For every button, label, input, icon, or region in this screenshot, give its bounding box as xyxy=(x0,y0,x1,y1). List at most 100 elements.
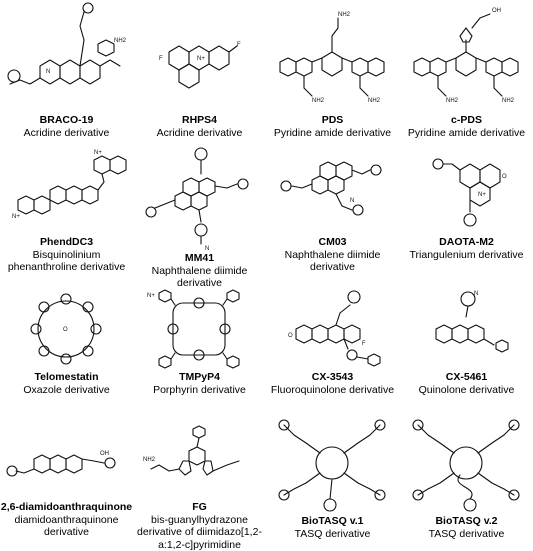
compound-name: CM03 xyxy=(266,236,399,249)
compound-name: c-PDS xyxy=(400,114,533,127)
caption-cx5461: CX-5461 Quinolone derivative xyxy=(400,371,533,396)
caption-tmpyp4: TMPyP4 Porphyrin derivative xyxy=(133,371,266,396)
compound-name: FG xyxy=(133,501,266,514)
compound-description: diamidoanthraquinone derivative xyxy=(0,514,133,539)
compound-description: TASQ derivative xyxy=(400,528,533,541)
telomestatin-structure: O xyxy=(0,285,133,370)
compound-cell-cx5461: N CX-5461 Quinolone derivative xyxy=(400,285,533,415)
caption-fg: FG bis-guanylhydrazone derivative of dii… xyxy=(133,501,266,551)
compound-name: BioTASQ v.2 xyxy=(400,515,533,528)
daotam2-o-label: O xyxy=(502,174,507,180)
compound-description: Porphyrin derivative xyxy=(133,384,266,397)
mm41-structure: N xyxy=(133,140,266,270)
compound-description: Bisquinolinium phenanthroline derivative xyxy=(0,249,133,274)
phenddc3-structure: N+ N+ xyxy=(0,140,133,235)
compound-cell-pds: NH2 NH2 NH2 PDS Pyridine amide derivativ… xyxy=(266,0,399,140)
compound-name: BioTASQ v.1 xyxy=(266,515,399,528)
caption-daotam2: DAOTA-M2 Triangulenium derivative xyxy=(400,236,533,261)
compound-description: Naphthalene diimide derivative xyxy=(266,249,399,274)
compound-description: TASQ derivative xyxy=(266,528,399,541)
fg-structure: NH2 xyxy=(133,415,266,500)
compound-cell-tmpyp4: N+ TMPyP4 Porphyrin derivative xyxy=(133,285,266,415)
compound-cell-braco19: NH2 N BRACO-19 Acridine derivative xyxy=(0,0,133,140)
compound-cell-biotasq1: BioTASQ v.1 TASQ derivative xyxy=(266,415,399,550)
compound-name: PDS xyxy=(266,114,399,127)
compound-name: CX-5461 xyxy=(400,371,533,384)
caption-phenddc3: PhendDC3 Bisquinolinium phenanthroline d… xyxy=(0,236,133,274)
pds-amine1: NH2 xyxy=(338,12,351,18)
cm03-n-label: N xyxy=(350,198,354,204)
cx5461-structure: N xyxy=(400,285,533,370)
telomestatin-o-label: O xyxy=(63,327,68,333)
caption-braco19: BRACO-19 Acridine derivative xyxy=(0,114,133,139)
caption-biotasq2: BioTASQ v.2 TASQ derivative xyxy=(400,515,533,540)
compound-name: DAOTA-M2 xyxy=(400,236,533,249)
caption-mm41: MM41 Naphthalene diimide derivative xyxy=(133,252,266,290)
compound-name: 2,6-diamidoanthraquinone xyxy=(0,501,133,514)
compound-description: Pyridine amide derivative xyxy=(266,127,399,140)
caption-cm03: CM03 Naphthalene diimide derivative xyxy=(266,236,399,274)
compound-name: Telomestatin xyxy=(0,371,133,384)
compound-cell-cpds: OH NH2 NH2 c-PDS Pyridine amide derivati… xyxy=(400,0,533,140)
caption-cx3543: CX-3543 Fluoroquinolone derivative xyxy=(266,371,399,396)
caption-telomestatin: Telomestatin Oxazole derivative xyxy=(0,371,133,396)
compound-name: MM41 xyxy=(133,252,266,265)
cpds-oh: OH xyxy=(492,8,501,14)
cpds-structure: OH NH2 NH2 xyxy=(400,0,533,112)
cx5461-n-label: N xyxy=(474,291,478,297)
compound-cell-biotasq2: BioTASQ v.2 TASQ derivative xyxy=(400,415,533,550)
daotam2-structure: O N+ xyxy=(400,140,533,235)
rhps4-n-label: N+ xyxy=(197,56,205,62)
caption-cpds: c-PDS Pyridine amide derivative xyxy=(400,114,533,139)
pds-amine2: NH2 xyxy=(312,98,325,104)
compound-name: CX-3543 xyxy=(266,371,399,384)
cx3543-o-label: O xyxy=(288,333,293,339)
braco19-n-label: N xyxy=(46,69,50,75)
compound-cell-phenddc3: N+ N+ PhendDC3 Bisquinolinium phenanthro… xyxy=(0,140,133,285)
compound-cell-mm41: N MM41 Naphthalene diimide derivative xyxy=(133,140,266,285)
compound-description: Acridine derivative xyxy=(133,127,266,140)
phenddc3-n2: N+ xyxy=(12,214,20,220)
diamido-oh-label: OH xyxy=(100,451,109,457)
compound-cell-cx3543: F O CX-3543 Fluoroquinolone derivative xyxy=(266,285,399,415)
compound-description: Triangulenium derivative xyxy=(400,249,533,262)
compound-cell-rhps4: F F N+ RHPS4 Acridine derivative xyxy=(133,0,266,140)
compound-cell-daotam2: O N+ DAOTA-M2 Triangulenium derivative xyxy=(400,140,533,285)
rhps4-f2-label: F xyxy=(237,42,241,48)
compound-cell-fg: NH2 FG bis-guanylhydrazone derivative of… xyxy=(133,415,266,550)
cx3543-structure: F O xyxy=(266,285,399,370)
braco19-amine-label: NH2 xyxy=(114,38,127,44)
cm03-structure: N xyxy=(266,140,399,235)
tmpyp4-n-label: N+ xyxy=(147,293,155,299)
compound-name: BRACO-19 xyxy=(0,114,133,127)
biotasq1-structure xyxy=(266,415,399,515)
rhps4-structure: F F N+ xyxy=(133,0,266,112)
caption-pds: PDS Pyridine amide derivative xyxy=(266,114,399,139)
rhps4-f1-label: F xyxy=(159,56,163,62)
compound-description: Oxazole derivative xyxy=(0,384,133,397)
biotasq2-structure xyxy=(400,415,533,515)
caption-rhps4: RHPS4 Acridine derivative xyxy=(133,114,266,139)
compound-name: PhendDC3 xyxy=(0,236,133,249)
compound-description: bis-guanylhydrazone derivative of diimid… xyxy=(133,514,266,551)
pds-structure: NH2 NH2 NH2 xyxy=(266,0,399,112)
fg-amine-label: NH2 xyxy=(143,457,156,463)
caption-diamidoanthraquinone: 2,6-diamidoanthraquinone diamidoanthraqu… xyxy=(0,501,133,539)
compound-description: Quinolone derivative xyxy=(400,384,533,397)
compound-description: Fluoroquinolone derivative xyxy=(266,384,399,397)
compound-cell-cm03: N CM03 Naphthalene diimide derivative xyxy=(266,140,399,285)
diamidoanthraquinone-structure: OH xyxy=(0,415,133,500)
tmpyp4-structure: N+ xyxy=(133,285,266,370)
compound-name: RHPS4 xyxy=(133,114,266,127)
daotam2-n-label: N+ xyxy=(478,192,486,198)
cpds-amine2: NH2 xyxy=(502,98,515,104)
compound-cell-diamidoanthraquinone: OH 2,6-diamidoanthraquinone diamidoanthr… xyxy=(0,415,133,550)
pds-amine3: NH2 xyxy=(368,98,381,104)
cpds-amine1: NH2 xyxy=(446,98,459,104)
compound-name: TMPyP4 xyxy=(133,371,266,384)
cx3543-f-label: F xyxy=(362,341,366,347)
compound-description: Acridine derivative xyxy=(0,127,133,140)
compound-description: Pyridine amide derivative xyxy=(400,127,533,140)
compound-cell-telomestatin: O Telomestatin Oxazole derivative xyxy=(0,285,133,415)
